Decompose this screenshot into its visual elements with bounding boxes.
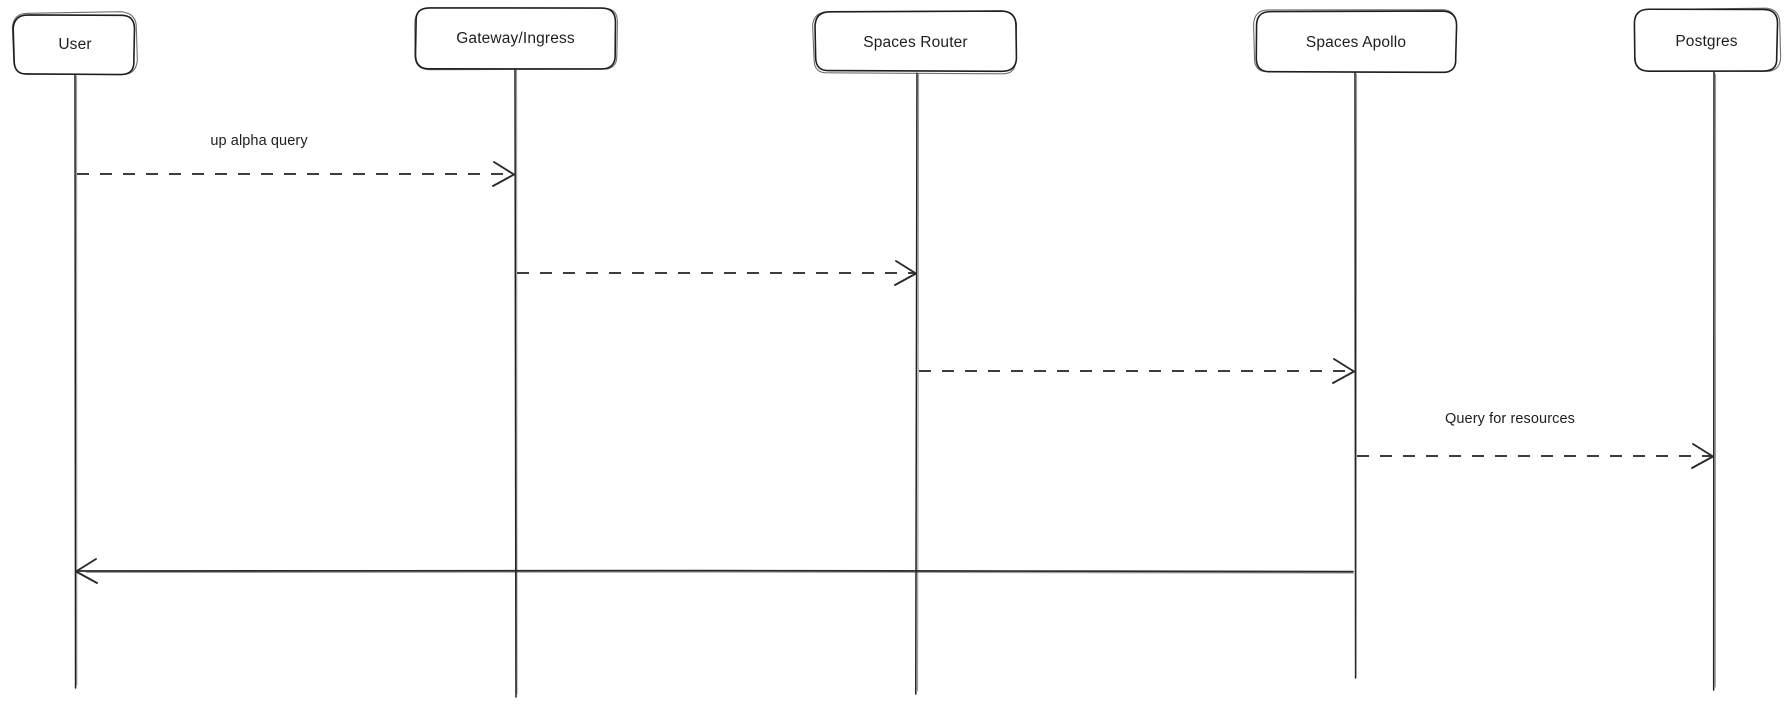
actor-label-user: User <box>58 36 91 53</box>
message-label-msg-1: up alpha query <box>210 133 308 149</box>
actor-box-gateway[interactable] <box>414 7 618 71</box>
lifeline-router <box>915 69 920 695</box>
message-msg-4[interactable] <box>1357 443 1714 469</box>
message-msg-3[interactable] <box>919 358 1355 384</box>
arrow-head-msg-4 <box>1691 443 1714 469</box>
arrow-head-msg-1 <box>492 161 515 187</box>
arrow-head-msg-5 <box>75 558 98 584</box>
actor-box-router[interactable] <box>812 10 1018 75</box>
arrow-head-msg-2 <box>894 260 917 286</box>
actor-box-apollo[interactable] <box>1253 9 1458 74</box>
actor-label-gateway: Gateway/Ingress <box>456 30 575 47</box>
message-msg-2[interactable] <box>517 260 917 286</box>
messages-layer <box>75 161 1714 584</box>
lifelines-layer <box>74 65 1717 698</box>
message-label-msg-4: Query for resources <box>1445 411 1575 427</box>
actor-label-apollo: Spaces Apollo <box>1306 34 1406 51</box>
lifeline-postgres <box>1712 69 1717 691</box>
lifeline-apollo <box>1354 69 1358 679</box>
actor-box-user[interactable] <box>11 11 138 76</box>
arrow-head-msg-3 <box>1332 358 1355 384</box>
actor-label-postgres: Postgres <box>1675 33 1737 50</box>
lifeline-user <box>74 71 78 689</box>
actor-boxes-layer <box>11 7 1782 76</box>
actor-box-postgres[interactable] <box>1633 7 1782 72</box>
message-msg-1[interactable] <box>77 161 515 187</box>
actor-label-router: Spaces Router <box>863 34 967 51</box>
message-msg-5[interactable] <box>75 558 1354 584</box>
lifeline-gateway <box>514 65 518 698</box>
